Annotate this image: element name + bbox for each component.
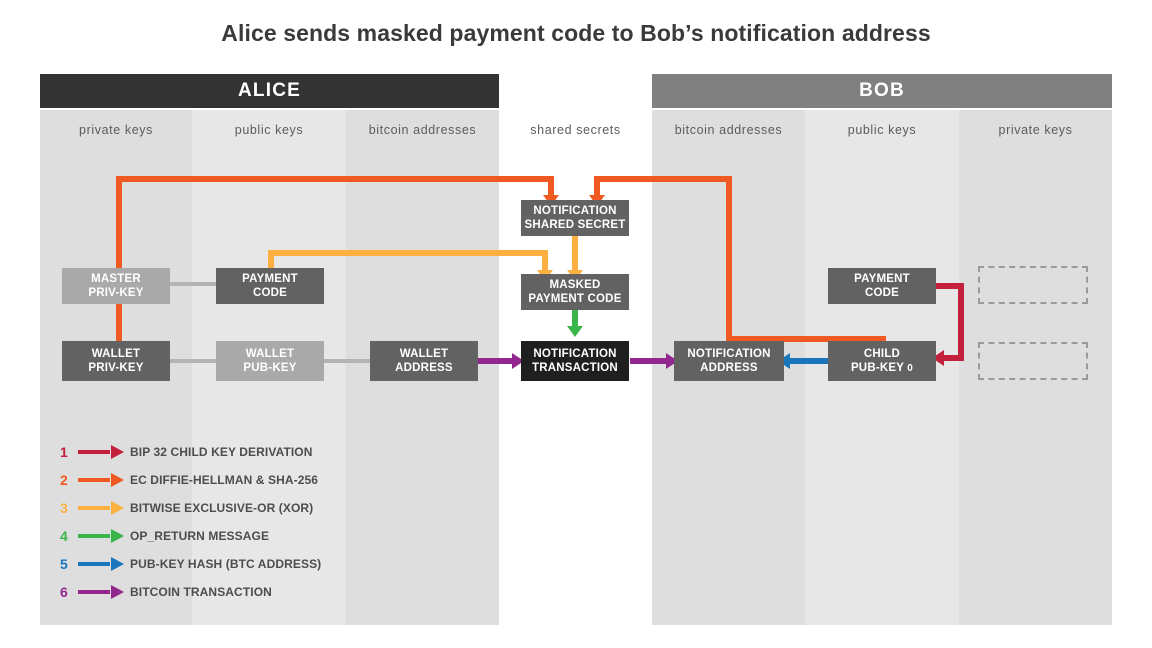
node-notification-shared-secret[interactable]: NOTIFICATION SHARED SECRET bbox=[521, 200, 629, 236]
node-masked-payment-code[interactable]: MASKED PAYMENT CODE bbox=[521, 274, 629, 310]
amber-vertical-down-left bbox=[542, 250, 548, 274]
node-child-pub-key-index: 0 bbox=[907, 362, 914, 374]
node-notification-shared-secret-line2: SHARED SECRET bbox=[524, 219, 626, 231]
orange-right-vertical-down bbox=[594, 176, 600, 198]
node-child-pub-key-0-line1: CHILD bbox=[863, 347, 901, 360]
node-master-priv-key-line1: MASTER bbox=[91, 273, 141, 285]
legend-item-5: 5 PUB-KEY HASH (BTC ADDRESS) bbox=[60, 550, 321, 578]
node-alice-payment-code-line1: PAYMENT bbox=[242, 273, 298, 285]
amber-horizontal bbox=[268, 250, 548, 256]
node-wallet-address-line1: WALLET bbox=[399, 348, 449, 360]
orange-left-vertical-down bbox=[548, 176, 554, 198]
legend: 1 BIP 32 CHILD KEY DERIVATION 2 EC DIFFI… bbox=[60, 438, 321, 606]
node-notification-address-line1: NOTIFICATION bbox=[687, 348, 771, 360]
node-masked-payment-code-line2: PAYMENT CODE bbox=[528, 293, 622, 305]
legend-arrow-3-icon bbox=[78, 500, 124, 516]
node-notification-address[interactable]: NOTIFICATION ADDRESS bbox=[674, 341, 784, 381]
node-bob-payment-code[interactable]: PAYMENT CODE bbox=[828, 268, 936, 304]
node-child-pub-key-0-line2: PUB-KEY 0 bbox=[850, 361, 914, 374]
amber-vertical-from-payment-code bbox=[268, 250, 274, 270]
legend-arrow-4-icon bbox=[78, 528, 124, 544]
node-alice-payment-code-line2: CODE bbox=[252, 287, 288, 299]
node-notification-shared-secret-line1: NOTIFICATION bbox=[533, 205, 617, 217]
column-label-bob-private-keys: private keys bbox=[998, 123, 1073, 137]
column-label-alice-public-keys: public keys bbox=[234, 123, 304, 137]
legend-label-2: EC DIFFIE-HELLMAN & SHA-256 bbox=[130, 473, 319, 487]
party-header-alice: ALICE bbox=[40, 74, 499, 108]
column-label-bob-public-keys: public keys bbox=[847, 123, 917, 137]
legend-number-1: 1 bbox=[60, 444, 68, 460]
legend-item-4: 4 OP_RETURN MESSAGE bbox=[60, 522, 321, 550]
legend-arrow-2-icon bbox=[78, 472, 124, 488]
legend-label-1: BIP 32 CHILD KEY DERIVATION bbox=[130, 445, 313, 459]
legend-label-6: BITCOIN TRANSACTION bbox=[130, 585, 272, 599]
legend-item-1: 1 BIP 32 CHILD KEY DERIVATION bbox=[60, 438, 321, 466]
red-horizontal-from-payment-code bbox=[932, 283, 964, 289]
legend-item-2: 2 EC DIFFIE-HELLMAN & SHA-256 bbox=[60, 466, 321, 494]
node-notification-address-line2: ADDRESS bbox=[700, 362, 758, 374]
legend-label-5: PUB-KEY HASH (BTC ADDRESS) bbox=[130, 557, 322, 571]
node-wallet-priv-key-line2: PRIV-KEY bbox=[88, 362, 144, 374]
legend-number-3: 3 bbox=[60, 500, 68, 516]
orange-right-horizontal-top bbox=[594, 176, 732, 182]
node-alice-payment-code[interactable]: PAYMENT CODE bbox=[216, 268, 324, 304]
column-label-alice-bitcoin-addresses: bitcoin addresses bbox=[368, 123, 477, 137]
node-wallet-priv-key-line1: WALLET bbox=[91, 348, 141, 360]
column-label-alice-private-keys: private keys bbox=[79, 123, 153, 137]
purple-wallet-address-to-tx bbox=[468, 358, 520, 364]
orange-right-horizontal-bottom bbox=[726, 336, 886, 342]
column-label-bob-bitcoin-addresses: bitcoin addresses bbox=[674, 123, 783, 137]
blue-child-pubkey-to-notification-address bbox=[790, 358, 838, 364]
placeholder-box-bob-private-key-1 bbox=[978, 266, 1088, 304]
purple-tx-to-notification-address bbox=[630, 358, 676, 364]
placeholder-box-bob-private-key-2 bbox=[978, 342, 1088, 380]
legend-arrow-5-icon bbox=[78, 556, 124, 572]
column-label-shared-secrets: shared secrets bbox=[530, 123, 621, 137]
legend-number-6: 6 bbox=[60, 584, 68, 600]
connector-master-to-payment-code bbox=[168, 282, 228, 286]
green-vertical-masked-to-tx bbox=[572, 308, 578, 330]
legend-item-3: 3 BITWISE EXCLUSIVE-OR (XOR) bbox=[60, 494, 321, 522]
node-notification-transaction[interactable]: NOTIFICATION TRANSACTION bbox=[521, 341, 629, 381]
node-wallet-address[interactable]: WALLET ADDRESS bbox=[370, 341, 478, 381]
connector-wallet-pub-to-address bbox=[322, 359, 382, 363]
node-wallet-address-line2: ADDRESS bbox=[395, 362, 453, 374]
legend-item-6: 6 BITCOIN TRANSACTION bbox=[60, 578, 321, 606]
node-wallet-pub-key[interactable]: WALLET PUB-KEY bbox=[216, 341, 324, 381]
green-arrowhead-into-notification-transaction bbox=[567, 326, 583, 337]
legend-number-4: 4 bbox=[60, 528, 68, 544]
node-notification-transaction-line2: TRANSACTION bbox=[532, 362, 618, 374]
node-notification-transaction-line1: NOTIFICATION bbox=[533, 348, 617, 360]
node-child-pub-key-0[interactable]: CHILD PUB-KEY 0 bbox=[828, 341, 936, 381]
orange-left-vertical-up bbox=[116, 176, 122, 342]
party-header-bob: BOB bbox=[652, 74, 1112, 108]
legend-arrow-1-icon bbox=[78, 444, 124, 460]
legend-label-4: OP_RETURN MESSAGE bbox=[130, 529, 270, 543]
node-wallet-pub-key-line2: PUB-KEY bbox=[243, 362, 297, 374]
orange-right-vertical-long bbox=[726, 176, 732, 342]
node-master-priv-key[interactable]: MASTER PRIV-KEY bbox=[62, 268, 170, 304]
red-horizontal-into-child bbox=[944, 355, 964, 361]
node-masked-payment-code-line1: MASKED bbox=[549, 279, 601, 291]
legend-number-2: 2 bbox=[60, 472, 68, 488]
legend-number-5: 5 bbox=[60, 556, 68, 572]
red-vertical bbox=[958, 283, 964, 361]
legend-label-3: BITWISE EXCLUSIVE-OR (XOR) bbox=[130, 501, 314, 515]
node-bob-payment-code-line2: CODE bbox=[864, 287, 900, 299]
node-bob-payment-code-line1: PAYMENT bbox=[854, 273, 910, 285]
connector-wallet-priv-to-pub bbox=[168, 359, 228, 363]
page-title: Alice sends masked payment code to Bob’s… bbox=[221, 20, 931, 46]
node-wallet-priv-key[interactable]: WALLET PRIV-KEY bbox=[62, 341, 170, 381]
orange-left-horizontal bbox=[116, 176, 554, 182]
node-master-priv-key-line2: PRIV-KEY bbox=[88, 287, 144, 299]
node-wallet-pub-key-line1: WALLET bbox=[245, 348, 295, 360]
legend-arrow-6-icon bbox=[78, 584, 124, 600]
amber-vertical-shared-secret-to-masked bbox=[572, 236, 578, 274]
